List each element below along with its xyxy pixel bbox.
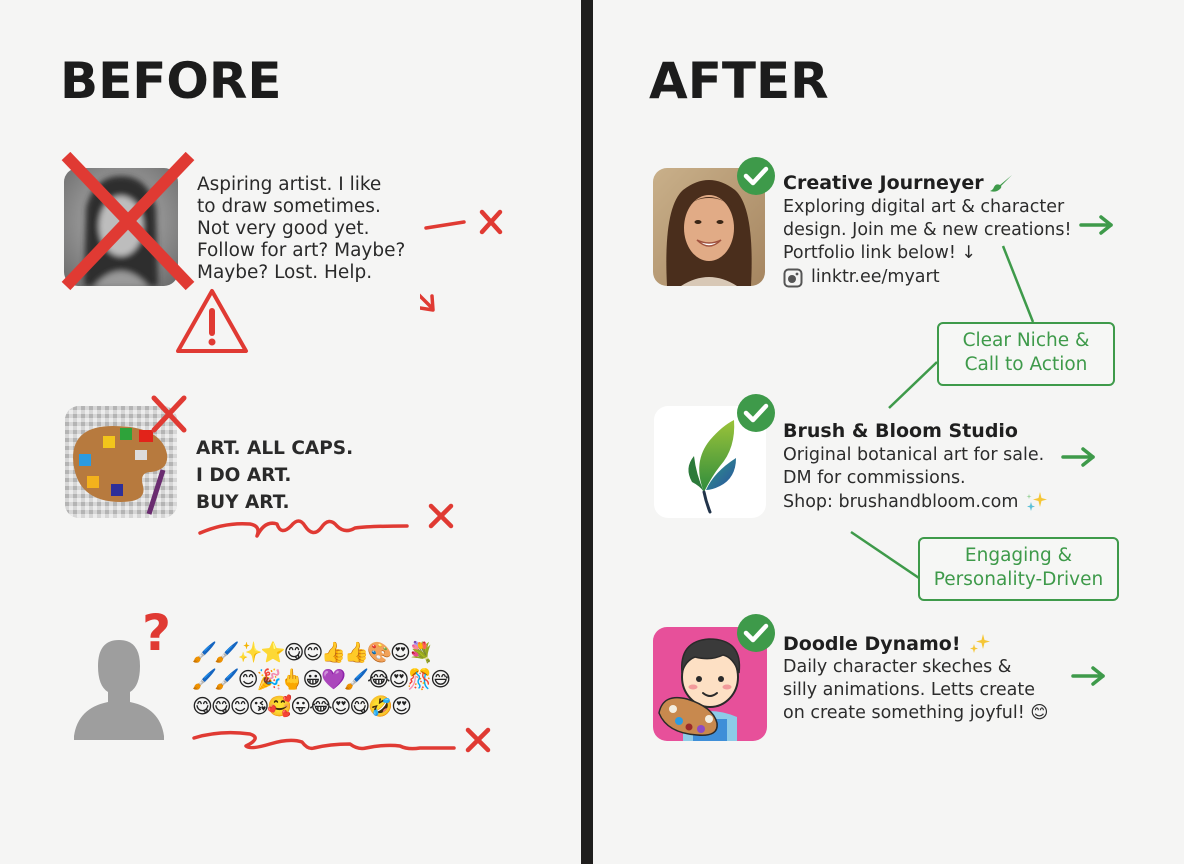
profile-card-doodle-dynamo: Doodle Dynamo! Daily character skeches &…	[783, 633, 1049, 723]
red-squiggle-3	[192, 727, 491, 753]
default-silhouette-avatar	[74, 640, 164, 740]
shop-link[interactable]: Shop: brushandbloom.com	[783, 491, 1019, 512]
red-marks-1	[420, 209, 503, 312]
verified-check-icon	[737, 157, 775, 195]
profile-name: Creative Journeyer	[783, 172, 984, 194]
callout-connectors	[850, 245, 1035, 580]
callout-engaging: Engaging & Personality-Driven	[918, 537, 1119, 601]
verified-check-icon	[737, 614, 775, 652]
after-panel: AFTER Creative Journ	[593, 0, 1184, 864]
red-x-icon	[465, 727, 491, 753]
bio-text-2: ART. ALL CAPS.I DO ART.BUY ART.	[196, 438, 354, 513]
green-arrow-icon	[1079, 215, 1113, 235]
sparkles-icon	[969, 634, 990, 653]
red-x-over-avatar	[61, 152, 195, 291]
red-x-icon	[479, 209, 503, 235]
red-arrow-icon	[420, 293, 435, 312]
profile-name: Doodle Dynamo!	[783, 633, 961, 655]
sparkles-icon	[1026, 492, 1048, 511]
green-arrow-icon	[1071, 666, 1105, 686]
red-x-icon	[151, 395, 187, 433]
question-mark-icon: ?	[142, 604, 172, 662]
profile-card-creative-journeyer: Creative Journeyer Exploring digital art…	[783, 172, 1072, 287]
callout-clear-niche: Clear Niche & Call to Action	[937, 322, 1115, 386]
smiling-woman-avatar	[653, 168, 765, 286]
profile-name: Brush & Bloom Studio	[783, 420, 1018, 442]
before-heading: BEFORE	[60, 52, 282, 110]
warning-triangle-icon	[176, 289, 248, 353]
red-x-icon	[428, 503, 454, 529]
green-arrow-icon	[1061, 447, 1095, 467]
paintbrush-icon	[989, 175, 1012, 192]
linktree-link[interactable]: linktr.ee/myart	[811, 267, 940, 287]
red-squiggle-2	[198, 503, 454, 538]
verified-check-icon	[737, 394, 775, 432]
panel-divider	[581, 0, 593, 864]
after-heading: AFTER	[649, 52, 829, 110]
profile-card-brush-bloom: Brush & Bloom Studio Original botanical …	[783, 420, 1048, 514]
emoji-bio: 🖌️🖌️✨⭐😋😊👍👍🎨😍💐🖌️🖌️😊🎉🖕😀💜🖌️😂😍🎊😅😋😋😊😘🥰😛😂😍😋🤣😍	[192, 640, 451, 718]
instagram-icon	[783, 268, 803, 287]
